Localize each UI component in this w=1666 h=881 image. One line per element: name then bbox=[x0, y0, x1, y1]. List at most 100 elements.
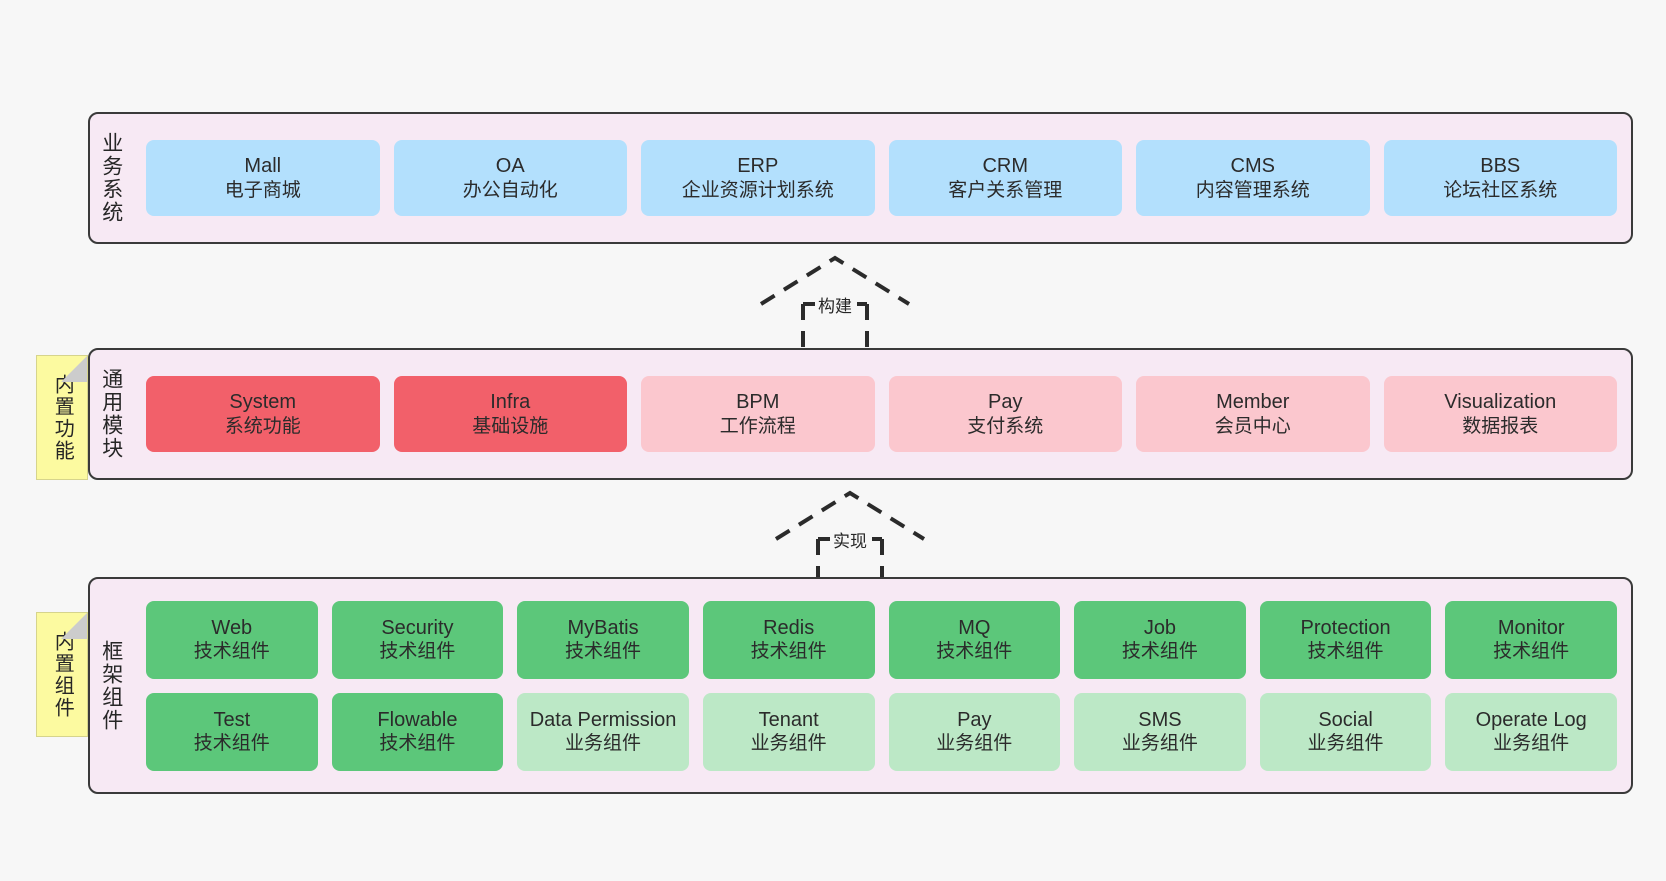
framework-tech-row: Web 技术组件 Security 技术组件 MyBatis 技术组件 Redi… bbox=[146, 600, 1617, 679]
module-box-infra-en: Infra bbox=[490, 391, 531, 414]
module-box-bpm[interactable]: BPM 工作流程 bbox=[641, 376, 875, 452]
business-box-oa[interactable]: OA 办公自动化 bbox=[393, 140, 627, 216]
component-box-tenant-cn: 业务组件 bbox=[750, 733, 827, 755]
component-box-job-cn: 技术组件 bbox=[1121, 641, 1198, 663]
business-box-bbs-cn: 论坛社区系统 bbox=[1443, 179, 1558, 201]
layer-common-modules[interactable]: 通用模块 System 系统功能 Infra 基础设施 BPM 工作流程 Pay… bbox=[88, 348, 1633, 480]
component-box-security-en: Security bbox=[381, 616, 454, 639]
module-box-visualization[interactable]: Visualization 数据报表 bbox=[1383, 376, 1617, 452]
business-box-crm-cn: 客户关系管理 bbox=[948, 179, 1063, 201]
component-box-protection[interactable]: Protection 技术组件 bbox=[1259, 600, 1432, 679]
module-box-visualization-en: Visualization bbox=[1444, 391, 1557, 414]
business-box-crm[interactable]: CRM 客户关系管理 bbox=[888, 140, 1122, 216]
link-build-label: 构建 bbox=[815, 292, 855, 317]
realize-arrow-head bbox=[774, 490, 926, 541]
component-box-sms-cn: 业务组件 bbox=[1121, 733, 1198, 755]
layer-framework-components-label: 框架组件 bbox=[99, 639, 123, 732]
module-box-member-en: Member bbox=[1216, 391, 1290, 414]
component-box-mybatis[interactable]: MyBatis 技术组件 bbox=[517, 600, 689, 679]
component-box-flowable[interactable]: Flowable 技术组件 bbox=[331, 692, 504, 771]
component-box-security-cn: 技术组件 bbox=[379, 641, 456, 663]
business-box-cms[interactable]: CMS 内容管理系统 bbox=[1136, 140, 1370, 216]
business-box-erp-en: ERP bbox=[737, 155, 779, 178]
business-box-oa-en: OA bbox=[495, 155, 525, 178]
component-box-flowable-cn: 技术组件 bbox=[379, 733, 456, 755]
module-box-bpm-cn: 工作流程 bbox=[719, 415, 796, 437]
module-box-pay-en: Pay bbox=[988, 391, 1023, 414]
component-box-security[interactable]: Security 技术组件 bbox=[331, 600, 504, 679]
component-box-sms[interactable]: SMS 业务组件 bbox=[1074, 692, 1246, 771]
common-modules-row: System 系统功能 Infra 基础设施 BPM 工作流程 Pay 支付系统… bbox=[146, 376, 1617, 452]
note-builtin-component-label: 内置组件 bbox=[51, 630, 74, 719]
component-box-redis-en: Redis bbox=[763, 616, 815, 639]
note-builtin-component[interactable]: 内置组件 bbox=[36, 612, 88, 737]
module-box-member-cn: 会员中心 bbox=[1214, 415, 1291, 437]
module-box-infra-cn: 基础设施 bbox=[472, 415, 549, 437]
component-box-mq[interactable]: MQ 技术组件 bbox=[888, 600, 1061, 679]
component-box-operate-log-cn: 业务组件 bbox=[1493, 733, 1570, 755]
component-box-monitor-cn: 技术组件 bbox=[1493, 641, 1570, 663]
component-box-test[interactable]: Test 技术组件 bbox=[146, 692, 318, 771]
component-box-pay-en: Pay bbox=[957, 708, 992, 731]
layer-common-modules-label: 通用模块 bbox=[99, 368, 123, 460]
component-box-mq-en: MQ bbox=[958, 616, 991, 639]
build-arrow-head bbox=[759, 255, 911, 306]
component-box-social[interactable]: Social 业务组件 bbox=[1259, 692, 1432, 771]
module-box-system-en: System bbox=[229, 391, 297, 414]
component-box-web-cn: 技术组件 bbox=[193, 641, 270, 663]
business-box-mall-cn: 电子商城 bbox=[224, 179, 301, 201]
business-box-erp[interactable]: ERP 企业资源计划系统 bbox=[641, 140, 875, 216]
business-box-cms-cn: 内容管理系统 bbox=[1195, 179, 1310, 201]
layer-framework-components[interactable]: 框架组件 Web 技术组件 Security 技术组件 MyBatis 技术组件… bbox=[88, 577, 1633, 794]
module-box-infra[interactable]: Infra 基础设施 bbox=[393, 376, 627, 452]
business-box-bbs-en: BBS bbox=[1480, 155, 1521, 178]
business-box-bbs[interactable]: BBS 论坛社区系统 bbox=[1383, 140, 1617, 216]
component-box-monitor-en: Monitor bbox=[1497, 616, 1565, 639]
component-box-sms-en: SMS bbox=[1138, 708, 1182, 731]
business-box-crm-en: CRM bbox=[982, 155, 1029, 178]
component-box-pay-cn: 业务组件 bbox=[936, 733, 1013, 755]
component-box-redis-cn: 技术组件 bbox=[750, 641, 827, 663]
component-box-operate-log-en: Operate Log bbox=[1475, 708, 1587, 731]
component-box-pay[interactable]: Pay 业务组件 bbox=[888, 692, 1061, 771]
component-box-flowable-en: Flowable bbox=[377, 708, 458, 731]
business-systems-row: Mall 电子商城 OA 办公自动化 ERP 企业资源计划系统 CRM 客户关系… bbox=[146, 140, 1617, 216]
component-box-data-permission-cn: 业务组件 bbox=[565, 733, 642, 755]
component-box-web-en: Web bbox=[211, 616, 253, 639]
business-box-mall[interactable]: Mall 电子商城 bbox=[146, 140, 380, 216]
component-box-mybatis-en: MyBatis bbox=[567, 616, 639, 639]
component-box-social-en: Social bbox=[1318, 708, 1373, 731]
component-box-tenant[interactable]: Tenant 业务组件 bbox=[702, 692, 875, 771]
module-box-system[interactable]: System 系统功能 bbox=[146, 376, 380, 452]
framework-business-row: Test 技术组件 Flowable 技术组件 Data Permission … bbox=[146, 692, 1617, 771]
layer-common-modules-body: System 系统功能 Infra 基础设施 BPM 工作流程 Pay 支付系统… bbox=[132, 350, 1631, 478]
component-box-web[interactable]: Web 技术组件 bbox=[146, 600, 318, 679]
module-box-pay[interactable]: Pay 支付系统 bbox=[888, 376, 1122, 452]
component-box-operate-log[interactable]: Operate Log 业务组件 bbox=[1445, 692, 1617, 771]
business-box-oa-cn: 办公自动化 bbox=[462, 179, 558, 201]
component-box-job-en: Job bbox=[1143, 616, 1177, 639]
layer-framework-components-body: Web 技术组件 Security 技术组件 MyBatis 技术组件 Redi… bbox=[132, 579, 1631, 792]
note-builtin-feature[interactable]: 内置功能 bbox=[36, 355, 88, 480]
component-box-mybatis-cn: 技术组件 bbox=[565, 641, 642, 663]
note-builtin-feature-label: 内置功能 bbox=[51, 373, 74, 462]
module-box-system-cn: 系统功能 bbox=[224, 415, 301, 437]
component-box-mq-cn: 技术组件 bbox=[936, 641, 1013, 663]
link-realize-label: 实现 bbox=[830, 527, 870, 552]
component-box-job[interactable]: Job 技术组件 bbox=[1074, 600, 1246, 679]
layer-business-systems-body: Mall 电子商城 OA 办公自动化 ERP 企业资源计划系统 CRM 客户关系… bbox=[132, 114, 1631, 242]
component-box-protection-en: Protection bbox=[1300, 616, 1391, 639]
layer-business-systems[interactable]: 业务系统 Mall 电子商城 OA 办公自动化 ERP 企业资源计划系统 CRM… bbox=[88, 112, 1633, 244]
layer-business-systems-label: 业务系统 bbox=[99, 132, 123, 224]
component-box-data-permission[interactable]: Data Permission 业务组件 bbox=[517, 692, 689, 771]
module-box-member[interactable]: Member 会员中心 bbox=[1136, 376, 1370, 452]
component-box-test-en: Test bbox=[213, 708, 251, 731]
component-box-redis[interactable]: Redis 技术组件 bbox=[702, 600, 875, 679]
component-box-monitor[interactable]: Monitor 技术组件 bbox=[1445, 600, 1617, 679]
module-box-bpm-en: BPM bbox=[736, 391, 780, 414]
component-box-data-permission-en: Data Permission bbox=[529, 708, 677, 731]
link-realize: 实现 bbox=[770, 487, 930, 587]
business-box-erp-cn: 企业资源计划系统 bbox=[681, 179, 834, 201]
module-box-pay-cn: 支付系统 bbox=[967, 415, 1044, 437]
